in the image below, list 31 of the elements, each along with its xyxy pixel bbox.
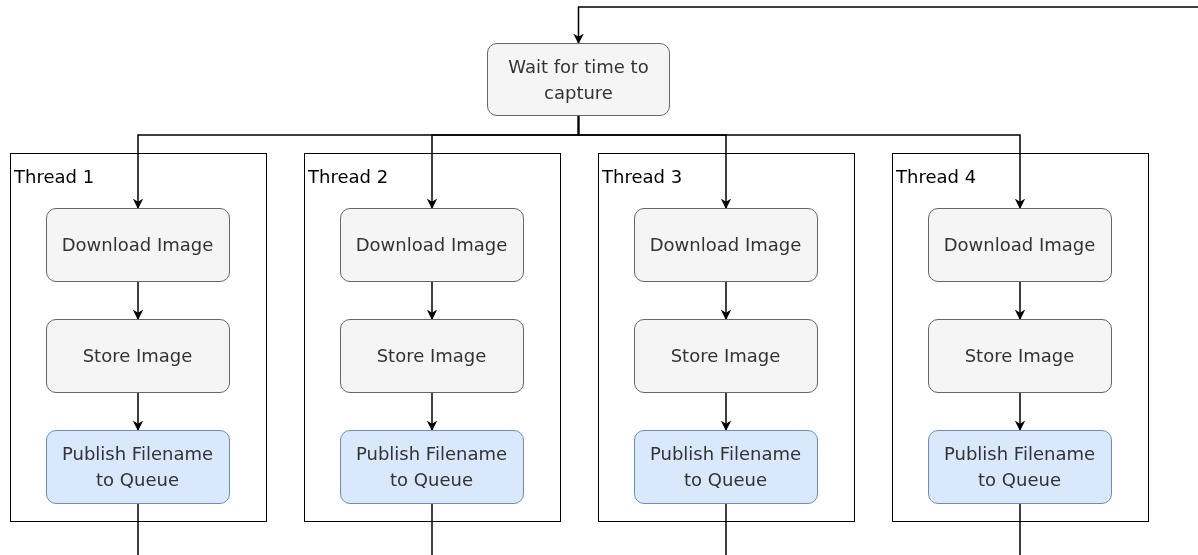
thread-container: [304, 153, 561, 522]
process-box: Publish Filename to Queue: [927, 429, 1112, 504]
arrow: [132, 281, 144, 321]
process-box: Download Image: [339, 207, 524, 282]
arrow: [720, 281, 732, 321]
thread-label: Thread 4: [896, 166, 977, 187]
thread-label: Thread 3: [602, 166, 683, 187]
thread-label: Thread 2: [308, 166, 389, 187]
arrow: [577, 115, 1026, 210]
arrow: [720, 392, 732, 432]
process-box: Download Image: [927, 207, 1112, 282]
process-box: Publish Filename to Queue: [633, 429, 818, 504]
process-box: Download Image: [45, 207, 230, 282]
process-box: Download Image: [633, 207, 818, 282]
arrow: [132, 392, 144, 432]
process-box: Store Image: [633, 318, 818, 393]
arrow: [426, 392, 438, 432]
thread-label: Thread 1: [14, 166, 95, 187]
process-box: Wait for time to capture: [487, 43, 670, 116]
thread-container: [598, 153, 855, 522]
process-box: Store Image: [927, 318, 1112, 393]
arrow: [1014, 281, 1026, 321]
thread-container: [892, 153, 1149, 522]
arrow: [426, 281, 438, 321]
arrow: [573, 6, 1198, 45]
arrow: [1014, 392, 1026, 432]
thread-container: [10, 153, 267, 522]
process-box: Publish Filename to Queue: [339, 429, 524, 504]
process-box: Publish Filename to Queue: [45, 429, 230, 504]
process-box: Store Image: [45, 318, 230, 393]
process-box: Store Image: [339, 318, 524, 393]
